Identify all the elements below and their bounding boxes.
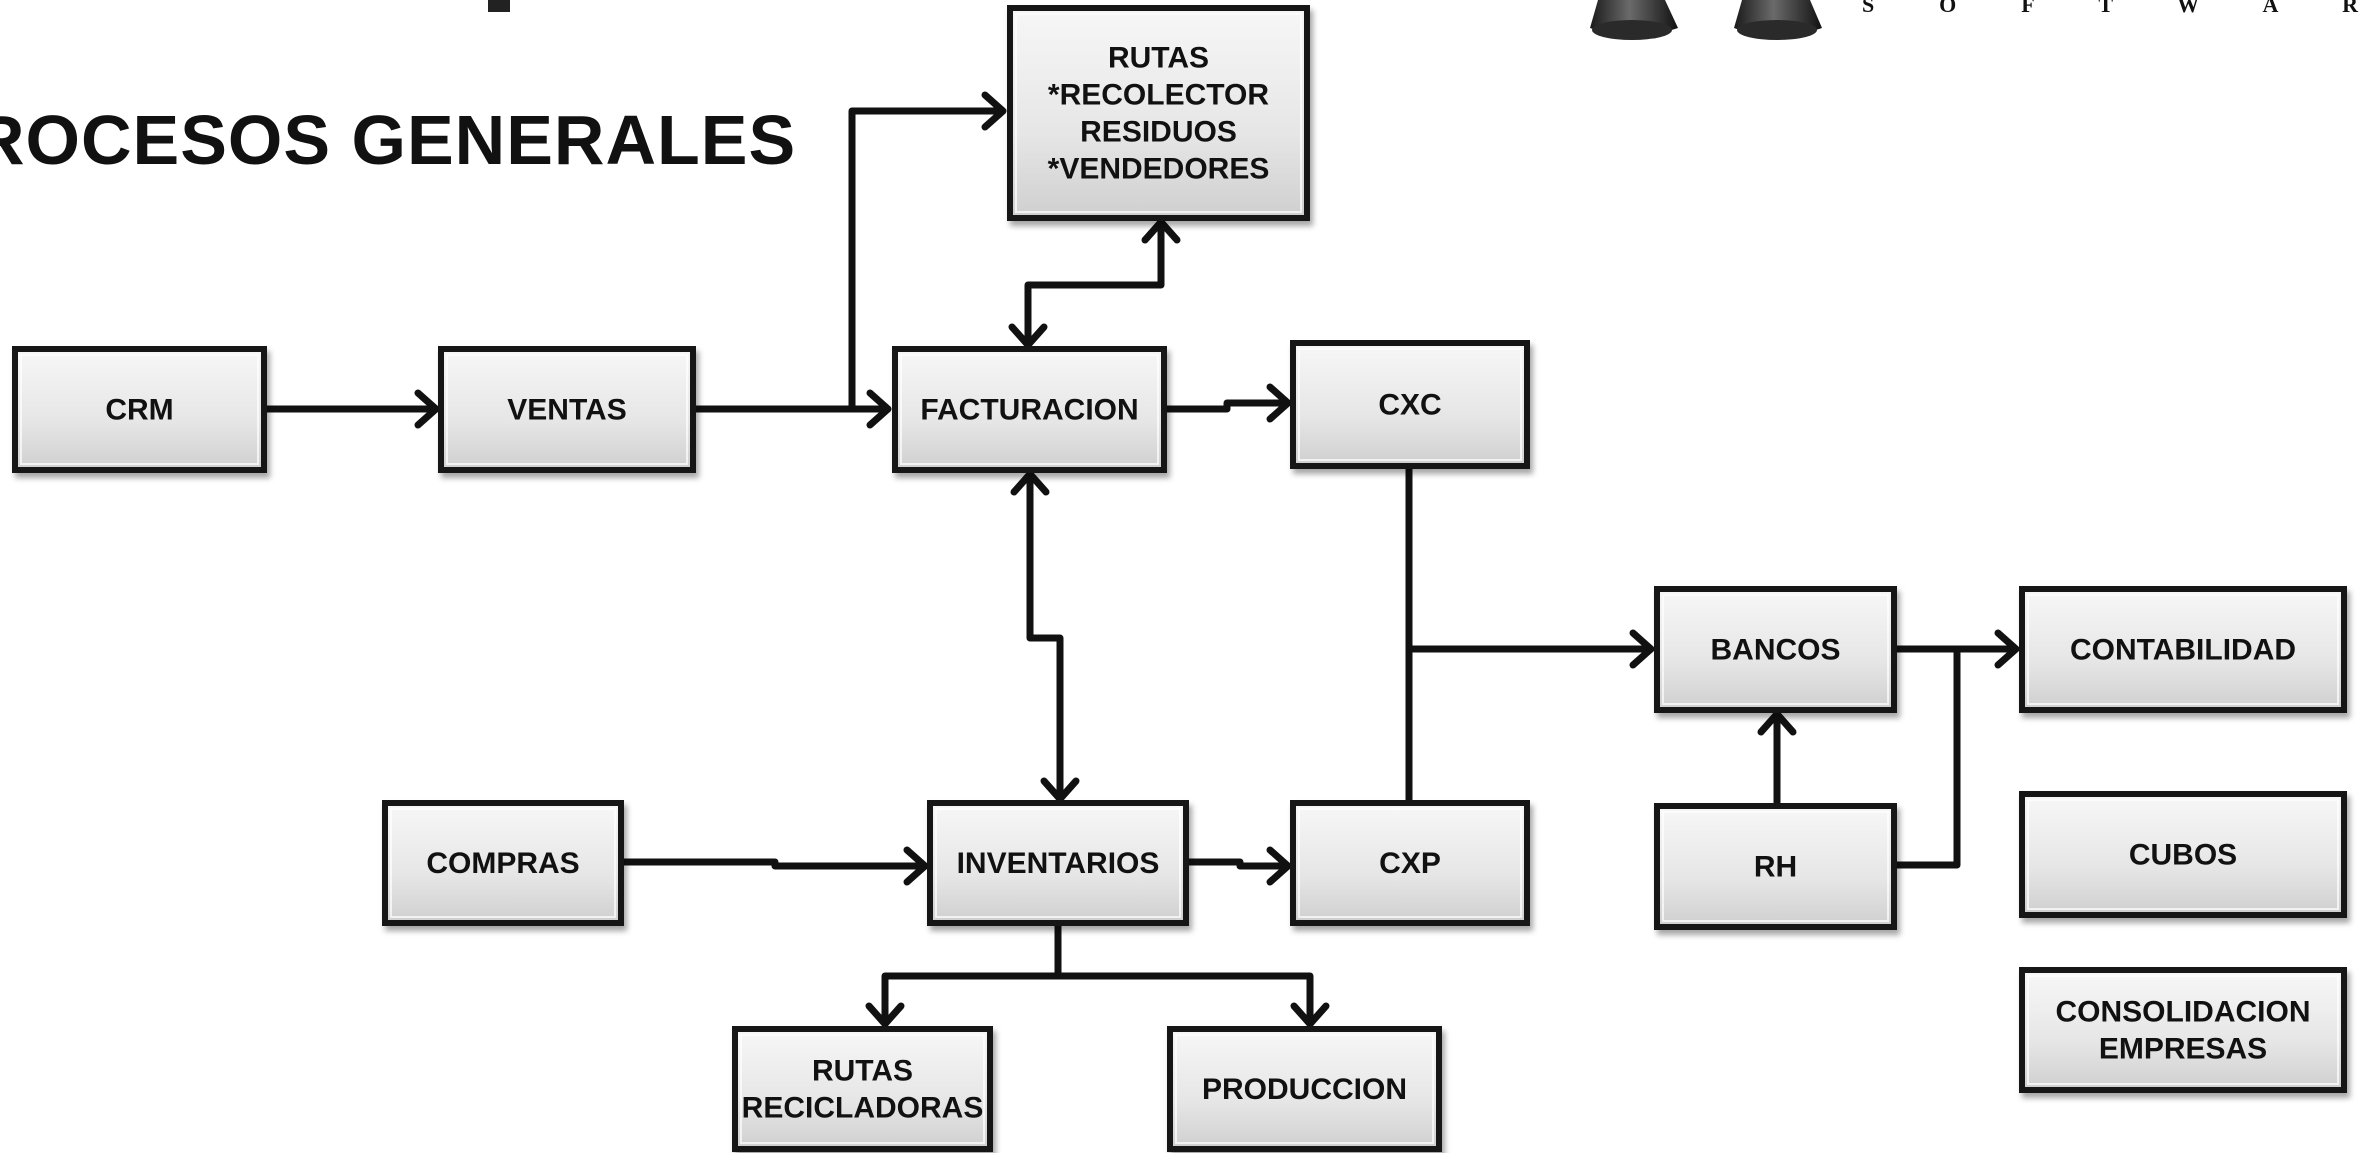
node-box: [438, 346, 696, 473]
node-box: [1007, 5, 1310, 221]
node-bevel: [2027, 594, 2339, 705]
node-bevel: [1298, 808, 1522, 918]
node-box: [1290, 340, 1530, 469]
node-box: [382, 800, 624, 926]
node-bevel: [900, 354, 1159, 465]
node-ventas: VENTAS: [438, 346, 696, 473]
arrowhead-inventarios: [903, 846, 929, 886]
arrowhead-bancos-up: [1757, 710, 1797, 736]
node-bevel: [1662, 594, 1889, 705]
node-label: *RECOLECTOR: [1048, 79, 1269, 112]
arrowhead-facturacion-up: [1010, 470, 1050, 496]
node-label: BANCOS: [1710, 634, 1840, 667]
node-bevel: [1662, 811, 1889, 922]
node-bevel: [446, 354, 688, 465]
node-label: RESIDUOS: [1080, 116, 1237, 149]
node-label: RUTAS: [812, 1055, 913, 1088]
arrow-compras-inventarios: [617, 858, 926, 870]
arrowhead-ventas: [414, 389, 440, 429]
node-consolidacion: CONSOLIDACION EMPRESAS: [2019, 967, 2347, 1093]
node-compras: COMPRAS: [382, 800, 624, 926]
arrowhead-bancos: [1629, 629, 1655, 669]
node-box: [1654, 803, 1897, 930]
arrow-facturacion-cxc: [1160, 399, 1289, 413]
node-bevel: [2027, 799, 2339, 910]
node-box: [2019, 586, 2347, 713]
node-label: CUBOS: [2129, 839, 2237, 872]
node-label: RECICLADORAS: [742, 1092, 984, 1125]
node-rh: RH: [1654, 803, 1897, 930]
nodes: RUTAS *RECOLECTOR RESIDUOS *VENDEDORES CRM VE…: [12, 5, 2347, 1152]
node-cxc: CXC: [1290, 340, 1530, 469]
node-contabilidad: CONTABILIDAD: [2019, 586, 2347, 713]
arrow-rh-contabilidad: [1890, 645, 1961, 869]
node-label: CONTABILIDAD: [2070, 634, 2296, 667]
arrow-facturacion-rutas: [1024, 222, 1165, 345]
node-produccion: PRODUCCION: [1167, 1026, 1442, 1152]
node-label: EMPRESAS: [2099, 1033, 2267, 1066]
node-bevel: [740, 1034, 985, 1144]
connectors: [260, 91, 2020, 1028]
node-bevel: [2027, 975, 2339, 1085]
arrowhead-facturacion-down: [1008, 323, 1048, 349]
node-label: CONSOLIDACION: [2056, 996, 2311, 1029]
arrow-inventarios-cxp: [1182, 858, 1289, 870]
node-inventarios: INVENTARIOS: [927, 800, 1189, 926]
node-bevel: [20, 354, 259, 465]
node-box: [2019, 791, 2347, 918]
node-label: RH: [1754, 851, 1797, 884]
node-bevel: [390, 808, 616, 918]
arrow-ventas-rutas: [848, 107, 1004, 413]
node-box: [1167, 1026, 1442, 1152]
node-box: [732, 1026, 993, 1152]
node-cubos: CUBOS: [2019, 791, 2347, 918]
page-title: ROCESOS GENERALES: [0, 101, 797, 179]
node-label: FACTURACION: [920, 394, 1138, 427]
node-bevel: [935, 808, 1181, 918]
arrowhead-contabilidad: [1994, 629, 2020, 669]
node-bevel: [1298, 348, 1522, 461]
node-label: CRM: [105, 394, 173, 427]
node-box: [1654, 586, 1897, 713]
node-bevel: [1015, 13, 1302, 213]
arrowhead-facturacion: [866, 389, 892, 429]
arrowhead-rutas: [981, 91, 1007, 131]
node-label: *VENDEDORES: [1048, 153, 1270, 186]
node-rutas: RUTAS *RECOLECTOR RESIDUOS *VENDEDORES: [1007, 5, 1310, 221]
node-label: RUTAS: [1108, 42, 1209, 75]
node-box: [1290, 800, 1530, 926]
node-bancos: BANCOS: [1654, 586, 1897, 713]
arrowhead-produccion: [1290, 1002, 1330, 1028]
arrow-inventarios-branch: [881, 972, 1314, 1025]
node-facturacion: FACTURACION: [892, 346, 1167, 473]
node-label: CXP: [1379, 847, 1441, 880]
node-crm: CRM: [12, 346, 267, 473]
node-box: [927, 800, 1189, 926]
node-box: [2019, 967, 2347, 1093]
arrowhead-cxp: [1266, 846, 1292, 886]
node-label: VENTAS: [507, 394, 626, 427]
node-box: [892, 346, 1167, 473]
node-label: PRODUCCION: [1202, 1073, 1407, 1106]
node-label: CXC: [1378, 389, 1441, 422]
chess-pieces-logo-icon: [488, 0, 1822, 40]
logo-letters: S O F T W A R: [1862, 0, 2359, 17]
node-label: INVENTARIOS: [957, 847, 1160, 880]
arrow-facturacion-inventarios: [1026, 474, 1064, 799]
arrowhead-cxc: [1266, 383, 1292, 423]
node-label: COMPRAS: [426, 847, 579, 880]
node-cxp: CXP: [1290, 800, 1530, 926]
arrowhead-rutas-up: [1141, 218, 1181, 244]
node-rutas-recicladoras: RUTAS RECICLADORAS: [732, 1026, 993, 1152]
arrowhead-inventarios-down: [1040, 777, 1080, 803]
node-bevel: [1175, 1034, 1434, 1144]
node-box: [12, 346, 267, 473]
arrowhead-rutas-recicladoras: [865, 1002, 905, 1028]
